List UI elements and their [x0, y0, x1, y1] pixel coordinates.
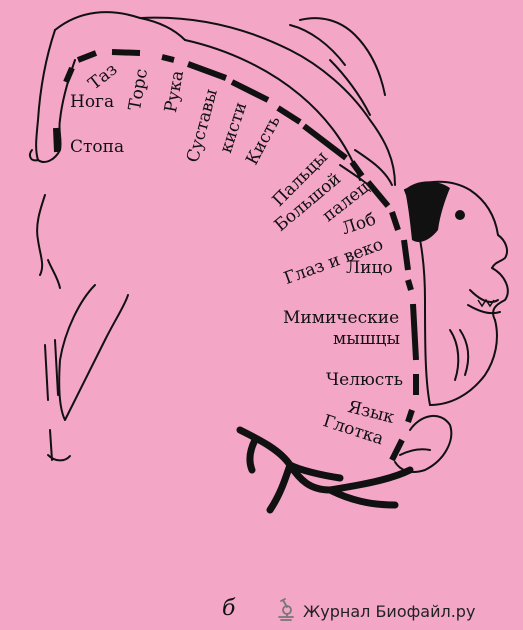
- nerve-branch: [240, 430, 410, 510]
- hair-shape: [405, 181, 450, 242]
- tongue-outline: [395, 416, 451, 472]
- arc-segment-mimic: [413, 304, 416, 360]
- arc-segment-stopa: [56, 128, 57, 152]
- arc-segment-yazyk: [408, 410, 412, 422]
- arc-segment-taz: [66, 68, 72, 82]
- eye-shape: [455, 210, 465, 220]
- arc-segment-litso: [404, 240, 408, 270]
- arc-segment-tors: [112, 52, 140, 53]
- label-chelyust: Челюсть: [326, 372, 403, 389]
- label-myshtsy: мышцы: [333, 331, 400, 348]
- watermark-text: Журнал Биофайл.ру: [303, 602, 475, 621]
- arc-segment-eye2: [392, 212, 398, 230]
- label-stopa: Стопа: [70, 139, 124, 156]
- arc-segment-ruka: [162, 57, 174, 60]
- brain-fragment-3: [48, 430, 70, 460]
- arc-segment-glotka: [392, 440, 402, 460]
- brain-fragment-2: [59, 285, 128, 420]
- label-noga: Нога: [70, 94, 114, 111]
- label-mimicheskie: Мимические: [283, 310, 399, 327]
- figure-letter: б: [222, 596, 235, 621]
- label-litso: Лицо: [346, 260, 393, 277]
- leg-outline: [55, 12, 185, 40]
- microscope-icon: [275, 597, 297, 625]
- arc-segment-face2: [408, 280, 411, 290]
- brain-fragment-1: [37, 195, 45, 275]
- arc-segment-noga: [78, 53, 96, 60]
- watermark: Журнал Биофайл.ру: [275, 597, 475, 625]
- arc-segment-kist: [232, 82, 268, 100]
- arc-segment-sustavy: [188, 64, 226, 78]
